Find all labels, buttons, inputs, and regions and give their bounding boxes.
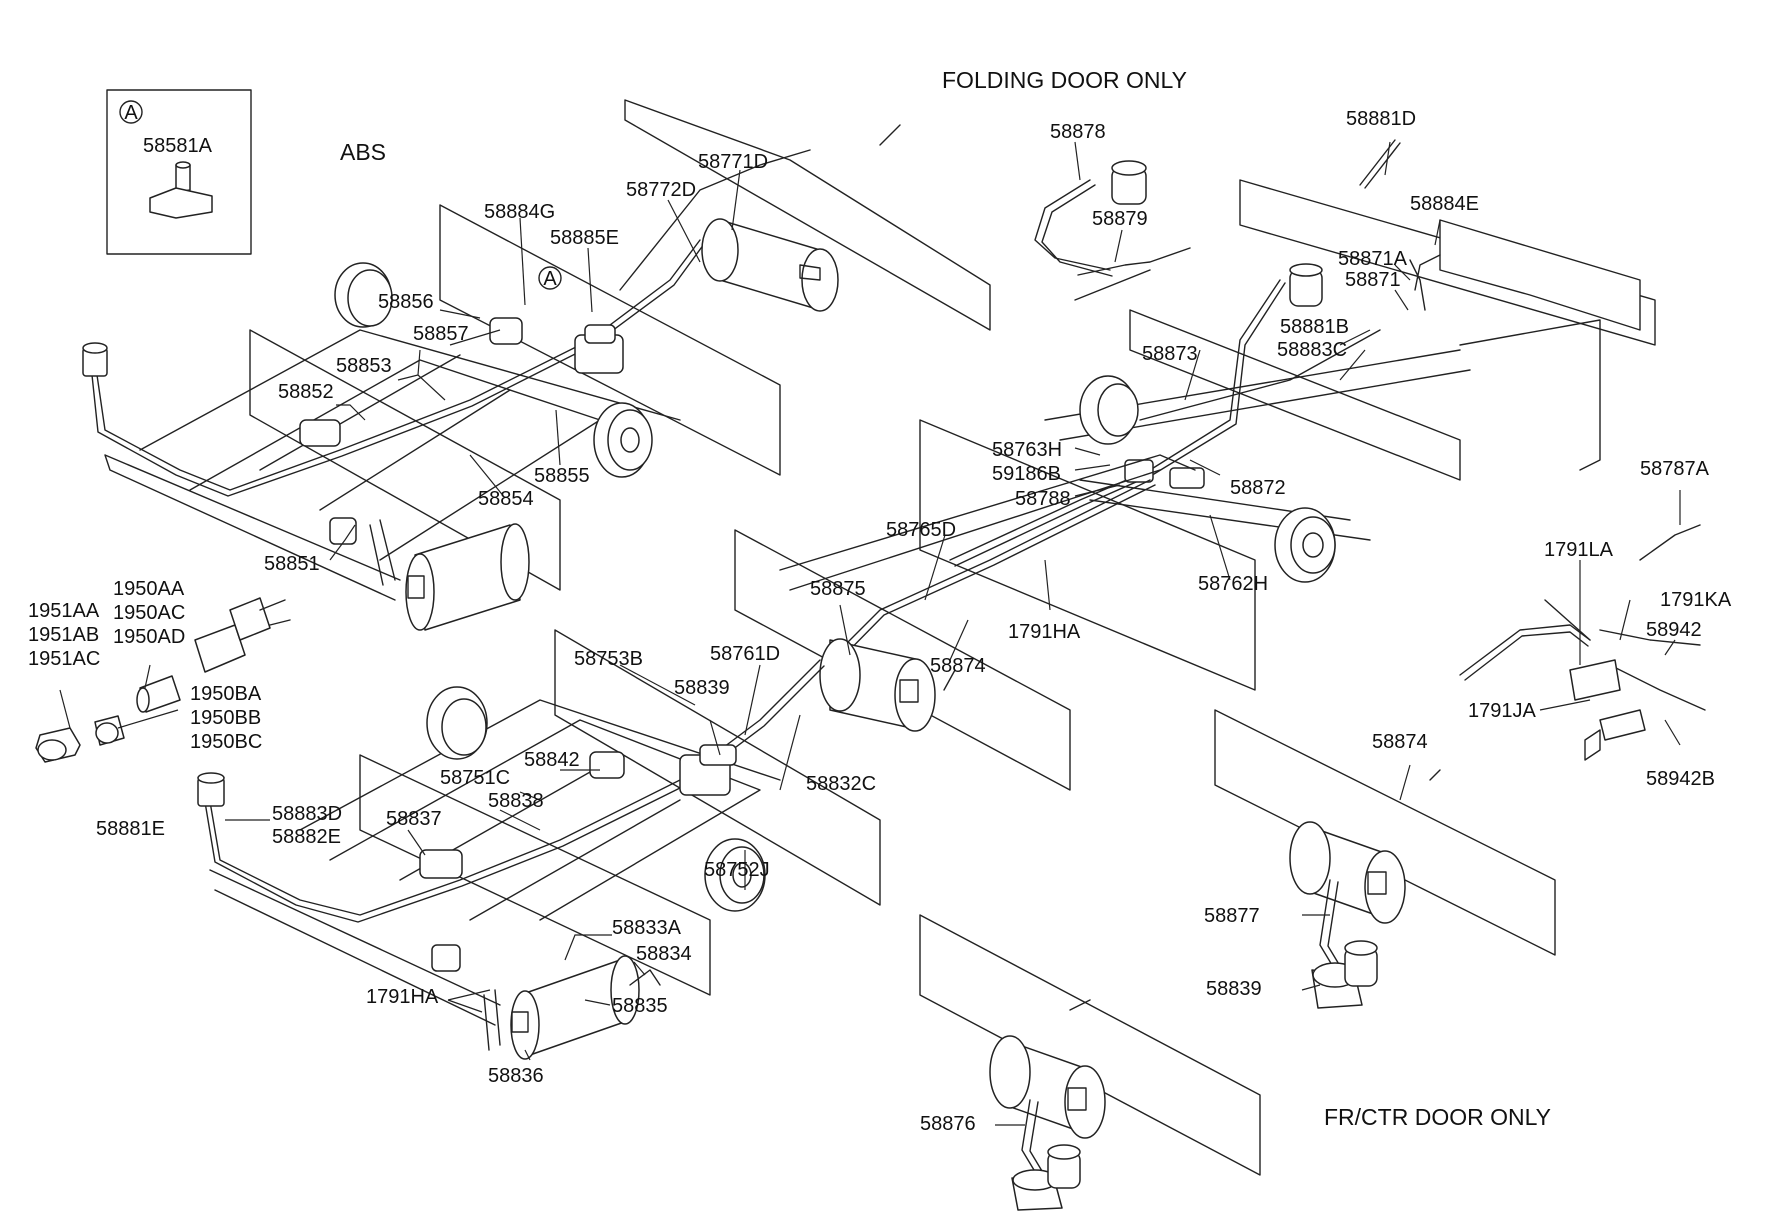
leader-lines <box>59 141 1681 1126</box>
label-58879: 58879 <box>1092 208 1148 230</box>
label-59186B: 59186B <box>992 463 1061 485</box>
label-58832C: 58832C <box>806 773 876 795</box>
label-58881E: 58881E <box>96 818 165 840</box>
label-58853: 58853 <box>336 355 392 377</box>
fittings-detail <box>35 597 291 763</box>
abs-heading: ABS <box>340 139 386 165</box>
label-58852: 58852 <box>278 381 334 403</box>
label-58753B: 58753B <box>574 648 643 670</box>
detail-a-marker <box>119 100 143 124</box>
label-58788: 58788 <box>1015 488 1071 510</box>
label-58874-mid: 58874 <box>930 655 986 677</box>
label-1950BC: 1950BC <box>190 731 262 753</box>
label-58881D: 58881D <box>1346 108 1416 130</box>
label-1791HA-bottom: 1791HA <box>366 986 439 1008</box>
label-58857: 58857 <box>413 323 469 345</box>
label-58876: 58876 <box>920 1113 976 1135</box>
label-58881B: 58881B <box>1280 316 1349 338</box>
label-58772D: 58772D <box>626 179 696 201</box>
callout-a-marker <box>538 266 562 290</box>
label-58762H: 58762H <box>1198 573 1268 595</box>
right-valve-detail <box>1459 524 1706 761</box>
label-58856: 58856 <box>378 291 434 313</box>
detail-a-part-label: 58581A <box>143 135 213 157</box>
detail-a-box: A 58581A <box>106 89 252 255</box>
label-58877: 58877 <box>1204 905 1260 927</box>
label-1951AC: 1951AC <box>28 648 100 670</box>
fr-ctr-door-only-heading: FR/CTR DOOR ONLY <box>1324 1104 1551 1130</box>
label-58837: 58837 <box>386 808 442 830</box>
label-58871A: 58871A <box>1338 248 1408 270</box>
label-1951AA: 1951AA <box>28 600 100 622</box>
lower-chassis-assembly <box>197 629 881 1060</box>
label-58851: 58851 <box>264 553 320 575</box>
label-58835: 58835 <box>612 995 668 1017</box>
label-1950BB: 1950BB <box>190 707 261 729</box>
label-58883D: 58883D <box>272 803 342 825</box>
label-58942B: 58942B <box>1646 768 1715 790</box>
label-58875: 58875 <box>810 578 866 600</box>
label-58839-mid: 58839 <box>674 677 730 699</box>
label-58838: 58838 <box>488 790 544 812</box>
label-58842: 58842 <box>524 749 580 771</box>
label-58871: 58871 <box>1345 269 1401 291</box>
label-58834: 58834 <box>636 943 692 965</box>
label-58878: 58878 <box>1050 121 1106 143</box>
label-58761D: 58761D <box>710 643 780 665</box>
label-58884G: 58884G <box>484 201 555 223</box>
label-58854: 58854 <box>478 488 534 510</box>
label-1950AC: 1950AC <box>113 602 185 624</box>
label-1951AB: 1951AB <box>28 624 99 646</box>
label-1950AA: 1950AA <box>113 578 185 600</box>
fr-ctr-door-assembly <box>1214 709 1556 1009</box>
label-58874-right: 58874 <box>1372 731 1428 753</box>
abs-chassis-assembly: A <box>82 99 991 631</box>
bottom-door-assembly <box>919 914 1261 1211</box>
folding-door-chassis-assembly <box>919 179 1656 691</box>
label-58855: 58855 <box>534 465 590 487</box>
part-labels: 58771D 58772D 58884G 58885E 58856 58857 … <box>28 108 1732 1135</box>
detail-a-marker-letter: A <box>124 102 138 124</box>
label-58839-right: 58839 <box>1206 978 1262 1000</box>
tee-fitting-icon <box>149 161 213 219</box>
label-58833A: 58833A <box>612 917 682 939</box>
label-58883C: 58883C <box>1277 339 1347 361</box>
label-58765D: 58765D <box>886 519 956 541</box>
label-58771D: 58771D <box>698 151 768 173</box>
label-58885E: 58885E <box>550 227 619 249</box>
folding-door-only-heading: FOLDING DOOR ONLY <box>942 67 1187 93</box>
folding-door-parts <box>1034 139 1441 301</box>
label-1791KA: 1791KA <box>1660 589 1732 611</box>
label-58872: 58872 <box>1230 477 1286 499</box>
label-58752J: 58752J <box>704 859 770 881</box>
label-1791HA-top: 1791HA <box>1008 621 1081 643</box>
middle-chassis-assembly <box>734 454 1196 791</box>
label-1791JA: 1791JA <box>1468 700 1536 722</box>
label-58787A: 58787A <box>1640 458 1710 480</box>
label-1950AD: 1950AD <box>113 626 185 648</box>
label-58942: 58942 <box>1646 619 1702 641</box>
label-58836: 58836 <box>488 1065 544 1087</box>
callout-a-letter: A <box>543 268 557 290</box>
label-58873: 58873 <box>1142 343 1198 365</box>
label-58882E: 58882E <box>272 826 341 848</box>
label-58884E: 58884E <box>1410 193 1479 215</box>
label-58763H: 58763H <box>992 439 1062 461</box>
label-1791LA: 1791LA <box>1544 539 1614 561</box>
label-58751C: 58751C <box>440 767 510 789</box>
label-1950BA: 1950BA <box>190 683 262 705</box>
